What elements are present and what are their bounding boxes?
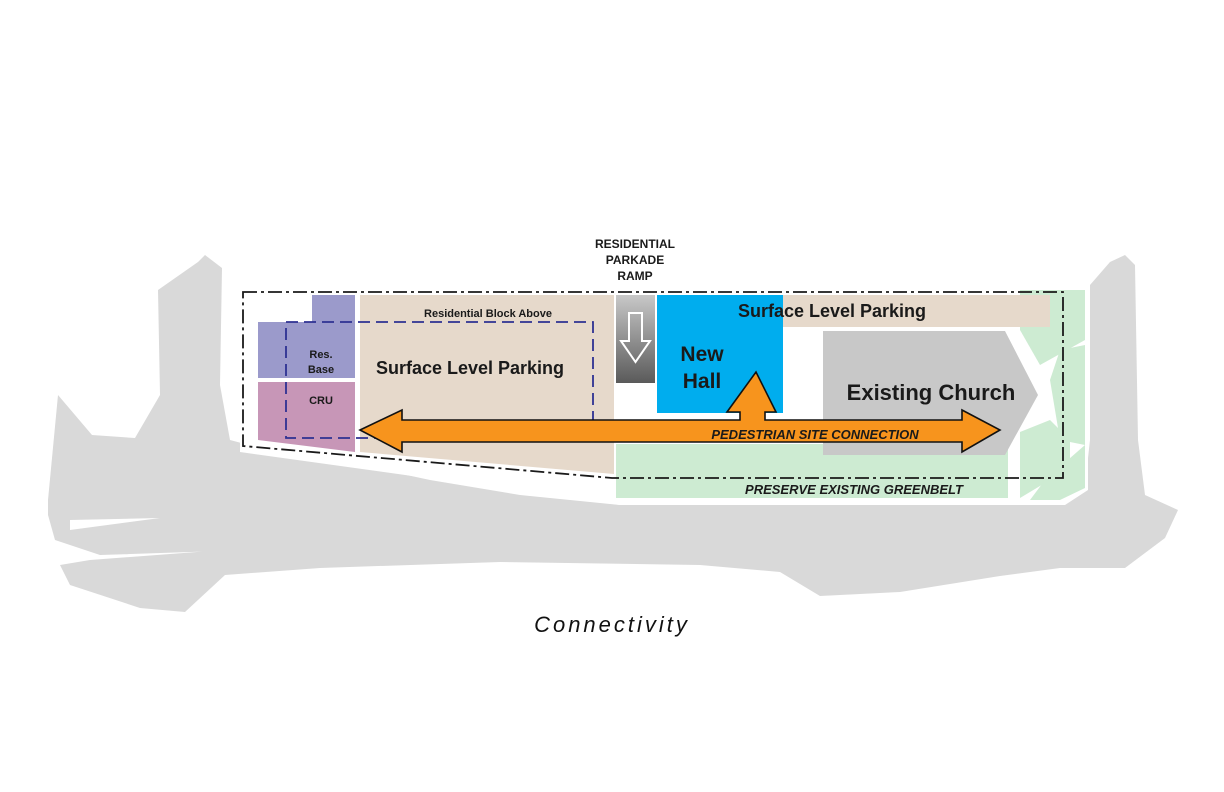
- cru-block: [258, 382, 355, 452]
- cru-label: CRU: [309, 395, 333, 407]
- res-base-label-1: Res.: [309, 349, 332, 361]
- res-base-block: [258, 295, 355, 378]
- residential-block-label: Residential Block Above: [424, 308, 552, 320]
- double-headed-arrow-icon: [358, 370, 1002, 454]
- ramp-label-3: RAMP: [617, 269, 652, 283]
- ramp-label-1: RESIDENTIAL: [595, 237, 675, 251]
- new-hall-notch: [657, 295, 684, 327]
- greenbelt-east-4: [1030, 445, 1085, 500]
- surrounding-land-gap: [70, 518, 160, 530]
- pedestrian-connection-label: PEDESTRIAN SITE CONNECTION: [711, 427, 919, 442]
- existing-church-label: Existing Church: [847, 380, 1016, 405]
- greenbelt-label: PRESERVE EXISTING GREENBELT: [745, 482, 964, 497]
- surface-parking-left-label: Surface Level Parking: [376, 358, 564, 378]
- new-hall-label-1: New: [680, 343, 724, 366]
- site-boundary: [242, 291, 1064, 479]
- diagram-caption: Connectivity: [534, 612, 690, 637]
- ramp-label-2: PARKADE: [606, 253, 664, 267]
- greenbelt-east-2: [1050, 345, 1085, 445]
- new-hall-label-2: Hall: [683, 370, 722, 393]
- parkade-ramp: [616, 295, 655, 383]
- res-base-label-2: Base: [308, 364, 334, 376]
- surface-parking-top-label: Surface Level Parking: [738, 301, 926, 321]
- surrounding-land: [48, 255, 1178, 612]
- down-arrow-icon: [619, 312, 652, 364]
